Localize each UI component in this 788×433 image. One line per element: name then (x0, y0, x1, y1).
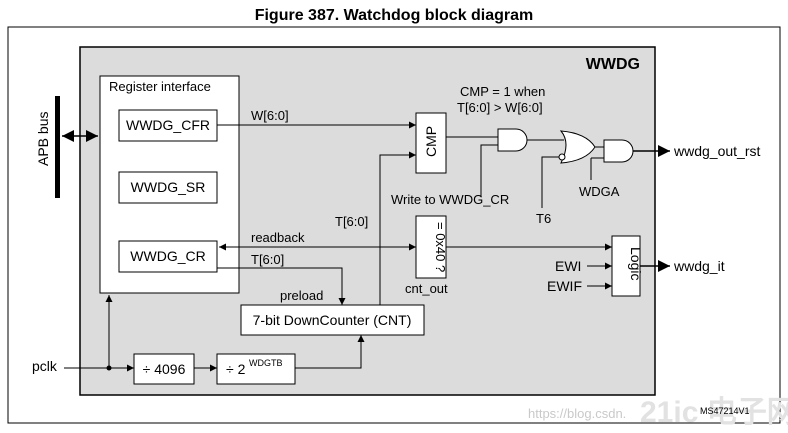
clock-to-counter-wire (295, 335, 365, 369)
cmp-box (415, 112, 447, 174)
eq-0x40-label: = 0x40 ? (433, 222, 448, 272)
cnt-to-cmp-wire (379, 151, 416, 305)
t6-label: T6 (536, 211, 551, 226)
write-cr-wire (480, 144, 498, 196)
watermark-logo: 21ic 电子网 (640, 396, 788, 429)
eq-0x40-box (415, 215, 447, 279)
t6-wire (541, 156, 559, 208)
figure-title: Figure 387. Watchdog block diagram (255, 7, 534, 24)
wwdg-sr-register (118, 171, 218, 204)
watermark-url: https://blog.csdn. (528, 406, 626, 421)
t-cnt-label: T[6:0] (335, 214, 368, 229)
readback-label: readback (251, 230, 305, 245)
or-gate (559, 130, 596, 164)
logic-label: Logic (628, 247, 644, 280)
cnt-out-label: cnt_out (405, 281, 448, 296)
apb-bus-label: APB bus (35, 112, 51, 166)
cmp-condition-2: T[6:0] > W[6:0] (457, 100, 543, 115)
or-gate-inverter-bubble (558, 153, 566, 161)
prescaler-wdgtb-label: ÷ 2 (226, 361, 246, 377)
prescaler-wdgtb-exponent: WDGTB (249, 358, 283, 368)
ewi-label: EWI (555, 258, 581, 274)
wwdg-sr-label: WWDG_SR (131, 179, 206, 195)
cmp-label: CMP (423, 126, 439, 157)
figure-frame (7, 26, 781, 424)
ewif-label: EWIF (547, 278, 582, 294)
pclk-label: pclk (32, 358, 58, 374)
t-cr-label: T[6:0] (251, 252, 284, 267)
w-label: W[6:0] (251, 108, 289, 123)
apb-bus-bar (55, 96, 60, 198)
and-gate-1 (497, 128, 528, 152)
and-gate-2 (603, 139, 634, 163)
wwdg-cr-label: WWDG_CR (130, 248, 205, 264)
downcounter-label: 7-bit DownCounter (CNT) (253, 312, 412, 328)
preload-wire (217, 267, 346, 305)
write-cr-label: Write to WWDG_CR (391, 192, 509, 207)
out-rst-label: wwdg_out_rst (673, 143, 760, 159)
downcounter-box (240, 304, 425, 336)
wwdg-block-name: WWDG (586, 56, 640, 73)
out-it-label: wwdg_it (673, 258, 725, 274)
prescaler-4096-label: ÷ 4096 (143, 361, 186, 377)
register-interface-label: Register interface (109, 79, 211, 94)
prescaler-wdgtb-box (216, 353, 296, 385)
wwdg-cr-register (118, 240, 218, 273)
cmp-condition-1: CMP = 1 when (460, 84, 545, 99)
preload-label: preload (280, 288, 323, 303)
prescaler-4096-box (133, 353, 195, 385)
wdga-label: WDGA (579, 184, 620, 199)
figure-code: MS47214V1 (700, 406, 750, 416)
wwdg-cfr-label: WWDG_CFR (126, 117, 210, 133)
